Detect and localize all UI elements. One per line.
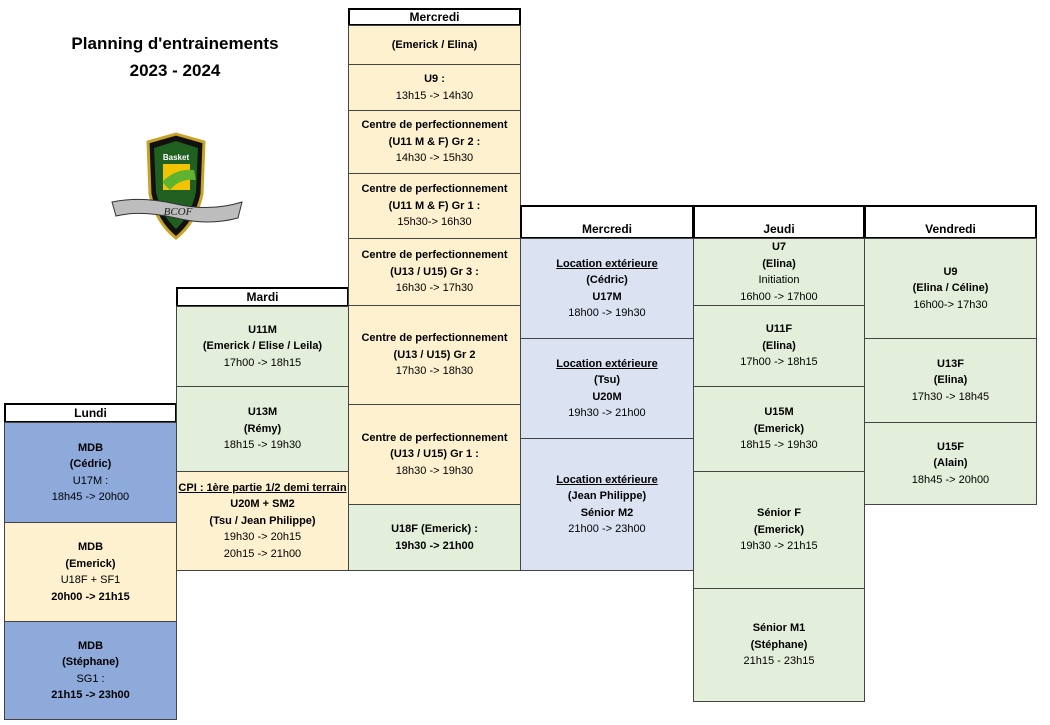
session-cell: Location extérieure (Tsu) U20M 19h30 -> … — [520, 338, 694, 439]
session-cell: Centre de perfectionnement (U13 / U15) G… — [348, 404, 521, 505]
session-cell: U11F (Elina) 17h00 -> 18h15 — [693, 305, 865, 387]
session-cell: Centre de perfectionnement (U13 / U15) G… — [348, 238, 521, 306]
session-cell: U15F (Alain) 18h45 -> 20h00 — [864, 422, 1037, 505]
session-cell: U18F (Emerick) : 19h30 -> 21h00 — [348, 504, 521, 571]
session-cell: Centre de perfectionnement (U11 M & F) G… — [348, 110, 521, 174]
session-cell: Location extérieure (Cédric) U17M 18h00 … — [520, 238, 694, 339]
session-cell: Centre de perfectionnement (U13 / U15) G… — [348, 305, 521, 405]
day-header-mercredi-top: Mercredi — [348, 8, 521, 26]
session-cell: U13F (Elina) 17h30 -> 18h45 — [864, 338, 1037, 423]
session-cell: U15M (Emerick) 18h15 -> 19h30 — [693, 386, 865, 472]
session-cell: MDB (Emerick) U18F + SF1 20h00 -> 21h15 — [4, 522, 177, 622]
logo-top-text: Basket — [163, 153, 190, 162]
session-cell: U11M (Emerick / Elise / Leila) 17h00 -> … — [176, 306, 349, 387]
title-line-1: Planning d'entrainements — [71, 34, 279, 53]
session-cell: MDB (Stéphane) SG1 : 21h15 -> 23h00 — [4, 621, 177, 720]
session-cell: Sénior F (Emerick) 19h30 -> 21h15 — [693, 471, 865, 589]
page-title: Planning d'entrainements 2023 - 2024 — [40, 30, 310, 84]
session-cell: Location extérieure (Jean Philippe) Séni… — [520, 438, 694, 571]
day-header-mardi: Mardi — [176, 287, 349, 307]
title-line-2: 2023 - 2024 — [129, 61, 221, 80]
day-header-mercredi: Mercredi — [520, 205, 694, 239]
session-cell: U9 : 13h15 -> 14h30 — [348, 64, 521, 111]
session-cell: Sénior M1 (Stéphane) 21h15 - 23h15 — [693, 588, 865, 702]
session-cell: U7 (Elina) Initiation 16h00 -> 17h00 — [693, 238, 865, 306]
day-header-jeudi: Jeudi — [693, 205, 865, 239]
session-cell: Centre de perfectionnement (U11 M & F) G… — [348, 173, 521, 239]
session-cell: U9 (Elina / Céline) 16h00-> 17h30 — [864, 238, 1037, 339]
day-header-vendredi: Vendredi — [864, 205, 1037, 239]
club-logo: Basket BCOF — [111, 132, 243, 240]
session-cell: (Emerick / Elina) — [348, 25, 521, 65]
session-cell: U13M (Rémy) 18h15 -> 19h30 — [176, 386, 349, 472]
session-cell: MDB (Cédric) U17M : 18h45 -> 20h00 — [4, 422, 177, 523]
day-header-lundi: Lundi — [4, 403, 177, 423]
logo-banner-text: BCOF — [164, 206, 193, 218]
session-cell: CPI : 1ère partie 1/2 demi terrain U20M … — [176, 471, 349, 571]
